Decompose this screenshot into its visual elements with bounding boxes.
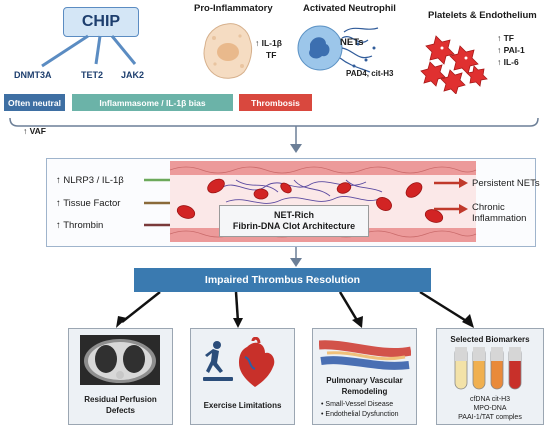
- output-chronic: Chronic: [472, 202, 505, 213]
- pro-inflammatory-marker-tf: TF: [266, 50, 277, 60]
- card-residual-perfusion: Residual Perfusion Defects: [68, 328, 173, 425]
- neutrophil-icon: [297, 25, 379, 73]
- card-3-bullet-1: • Small-Vessel Disease: [321, 401, 394, 408]
- card-4-bullet-2: MPO-DNA: [473, 405, 507, 412]
- runner-heart-icon: [203, 337, 275, 387]
- input-thrombin: ↑ Thrombin: [56, 220, 104, 231]
- card-1-title-line-1: Residual Perfusion: [84, 395, 157, 404]
- platelets-title: Platelets & Endothelium: [428, 10, 537, 21]
- input-tissue-factor: ↑ Tissue Factor: [56, 198, 121, 209]
- band-inflammasome: Inflammasome / IL-1β bias: [72, 94, 233, 111]
- impaired-resolution-bar: Impaired Thrombus Resolution: [134, 268, 431, 292]
- platelets-marker-tf: ↑ TF: [497, 33, 514, 43]
- gene-jak2: JAK2: [121, 70, 145, 80]
- macrophage-icon: [203, 23, 253, 79]
- gene-dnmt3a: DNMT3A: [14, 70, 52, 80]
- vessel-remodeling-icon: [319, 340, 411, 370]
- card-2-title: Exercise Limitations: [203, 401, 282, 410]
- clot-label-line-1: NET-Rich: [273, 210, 314, 220]
- vaf-label: ↑ VAF: [23, 126, 46, 136]
- card-4-bullet-3: PAAI-1/TAT comples: [458, 414, 522, 421]
- neutrophil-markers: PAD4, cit-H3: [346, 69, 394, 78]
- card-1-title-line-2: Defects: [106, 406, 135, 415]
- card-exercise-limitations: Exercise Limitations: [190, 328, 295, 425]
- platelets-marker-pai1: ↑ PAI-1: [497, 45, 525, 55]
- card-biomarkers: Selected Biomarkers cfDNA cit-H3 MPO-DNA…: [436, 328, 544, 425]
- neutrophil-title: Activated Neutrophil: [303, 3, 396, 14]
- gene-tet2: TET2: [81, 70, 104, 80]
- card-pulmonary-remodeling: Pulmonary Vascular Remodeling • Small-Ve…: [312, 328, 417, 425]
- card-3-title-line-2: Remodeling: [341, 387, 388, 396]
- output-inflammation: Inflammation: [472, 213, 527, 224]
- pro-inflammatory-marker-il1b: ↑ IL-1β: [255, 38, 282, 48]
- band-thrombosis: Thrombosis: [239, 94, 312, 111]
- pro-inflammatory-title: Pro-Inflammatory: [194, 3, 273, 14]
- card-4-title: Selected Biomarkers: [450, 335, 530, 344]
- card-3-bullet-2: • Endothelial Dysfunction: [321, 411, 399, 418]
- card-4-bullet-1: cfDNA cit-H3: [469, 396, 511, 403]
- chip-box: CHIP: [63, 7, 139, 37]
- output-persistent-nets: Persistent NETs: [472, 178, 540, 189]
- platelets-icon: [420, 35, 488, 94]
- clot-architecture-label: NET-Rich Fibrin-DNA Clot Architecture: [219, 205, 369, 237]
- input-nlrp3: ↑ NLRP3 / IL-1β: [56, 175, 124, 186]
- test-tubes-icon: [454, 347, 522, 390]
- ct-scan-icon: [80, 335, 160, 385]
- band-often-neutral: Often neutral: [4, 94, 65, 111]
- card-3-title-line-1: Pulmonary Vascular: [326, 376, 403, 385]
- clot-label-line-2: Fibrin-DNA Clot Architecture: [232, 221, 356, 231]
- nets-label: NETs: [340, 37, 364, 48]
- platelets-marker-il6: ↑ IL-6: [497, 57, 519, 67]
